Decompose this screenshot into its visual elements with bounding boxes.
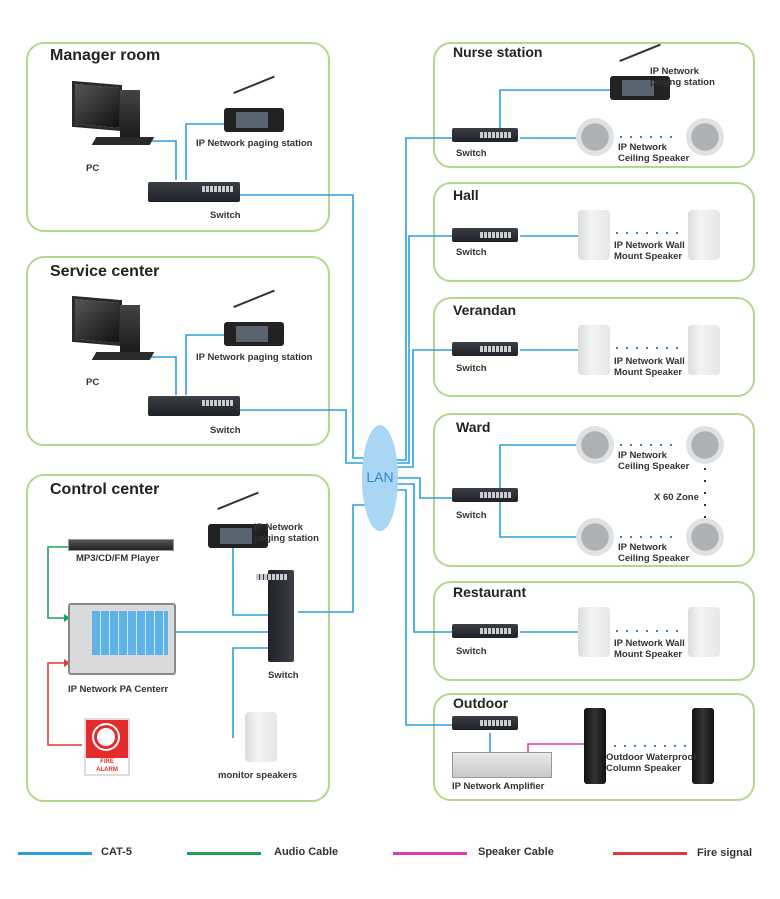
hall-speaker-dots	[616, 232, 682, 234]
legend-line-speaker	[393, 852, 467, 855]
outdoor-switch-icon	[452, 716, 518, 730]
ward-switch-icon	[452, 488, 518, 502]
service-center-title: Service center	[50, 263, 160, 280]
verandan-speaker-dots	[616, 347, 682, 349]
hall-switch-icon	[452, 228, 518, 242]
nurse-switch-label: Switch	[456, 148, 487, 159]
lan-cloud: LAN	[362, 425, 398, 531]
ward-title: Ward	[456, 419, 491, 435]
nurse-paging-station-icon	[610, 76, 670, 100]
outdoor-title: Outdoor	[453, 695, 509, 711]
restaurant-wall-speaker-2	[688, 607, 720, 657]
mp3-player-label: MP3/CD/FM Player	[76, 553, 160, 564]
manager-keyboard	[91, 137, 155, 145]
service-pc-label: PC	[86, 377, 100, 388]
ward-ceiling-speaker-4	[686, 518, 724, 556]
legend-label-cat5: CAT-5	[101, 846, 132, 858]
panel-manager-room	[26, 42, 330, 232]
fire-alarm-bell	[97, 728, 115, 746]
restaurant-speaker-dots	[616, 630, 682, 632]
pa-center-screen	[92, 611, 168, 655]
outdoor-speaker-dots	[614, 745, 690, 747]
restaurant-switch-icon	[452, 624, 518, 638]
verandan-switch-label: Switch	[456, 363, 487, 374]
ward-switch-label: Switch	[456, 510, 487, 521]
monitor-speaker-label: monitor speakers	[218, 770, 298, 781]
monitor-speaker-icon	[245, 712, 277, 762]
manager-pc-label: PC	[86, 163, 100, 174]
hall-wall-speaker-1	[578, 210, 610, 260]
outdoor-amplifier-label: IP Network Amplifier	[452, 781, 545, 792]
hall-wall-speaker-2	[688, 210, 720, 260]
hall-title: Hall	[453, 187, 479, 203]
ward-ceiling-speaker-3	[576, 518, 614, 556]
service-pc-icon	[72, 295, 122, 347]
legend-line-audio	[187, 852, 261, 855]
control-switch-icon	[256, 570, 294, 662]
lan-label: LAN	[366, 469, 394, 485]
legend-label-fire: Fire signal	[697, 847, 753, 859]
nurse-station-title: Nurse station	[453, 44, 543, 60]
manager-switch-icon	[148, 182, 240, 202]
restaurant-title: Restaurant	[453, 584, 527, 600]
manager-room-title: Manager room	[50, 47, 161, 64]
hall-switch-label: Switch	[456, 247, 487, 258]
service-pc-tower	[120, 305, 140, 353]
control-center-title: Control center	[50, 481, 160, 498]
manager-paging-label: IP Network paging station	[196, 138, 313, 149]
verandan-wall-speaker-2	[688, 325, 720, 375]
legend-line-cat5	[18, 852, 92, 855]
ward-zone-dots	[704, 468, 706, 520]
manager-pc-tower	[120, 90, 140, 138]
service-switch-icon	[148, 396, 240, 416]
service-keyboard	[91, 352, 155, 360]
legend-label-audio: Audio Cable	[274, 846, 339, 858]
service-switch-label: Switch	[210, 425, 241, 436]
service-paging-label: IP Network paging station	[196, 352, 313, 363]
outdoor-column-speaker-2	[692, 708, 714, 784]
ward-ceiling-speaker-2	[686, 426, 724, 464]
restaurant-wall-speaker-1	[578, 607, 610, 657]
service-paging-station-icon	[224, 322, 284, 346]
restaurant-switch-label: Switch	[456, 646, 487, 657]
nurse-ceiling-speaker-1	[576, 118, 614, 156]
control-switch-label: Switch	[268, 670, 299, 681]
nurse-speaker-dots	[620, 136, 680, 138]
outdoor-column-speaker-1	[584, 708, 606, 784]
verandan-wall-speaker-1	[578, 325, 610, 375]
manager-switch-label: Switch	[210, 210, 241, 221]
nurse-ceiling-speaker-2	[686, 118, 724, 156]
outdoor-amplifier-icon	[452, 752, 552, 778]
manager-paging-station-icon	[224, 108, 284, 132]
pa-center-label: IP Network PA Centerr	[68, 684, 169, 695]
verandan-switch-icon	[452, 342, 518, 356]
pa-center-icon	[68, 603, 176, 675]
legend-label-speaker: Speaker Cable	[478, 846, 554, 858]
mp3-player-icon	[68, 539, 174, 551]
ward-zone-label: X 60 Zone	[654, 492, 699, 503]
panel-service-center	[26, 256, 330, 446]
ward-top-dots	[620, 444, 680, 446]
manager-pc-icon	[72, 80, 122, 132]
nurse-switch-icon	[452, 128, 518, 142]
ward-ceiling-speaker-1	[576, 426, 614, 464]
control-paging-station-icon	[208, 524, 268, 548]
verandan-title: Verandan	[453, 302, 517, 318]
ward-bottom-dots	[620, 536, 680, 538]
legend-line-fire	[613, 852, 687, 855]
